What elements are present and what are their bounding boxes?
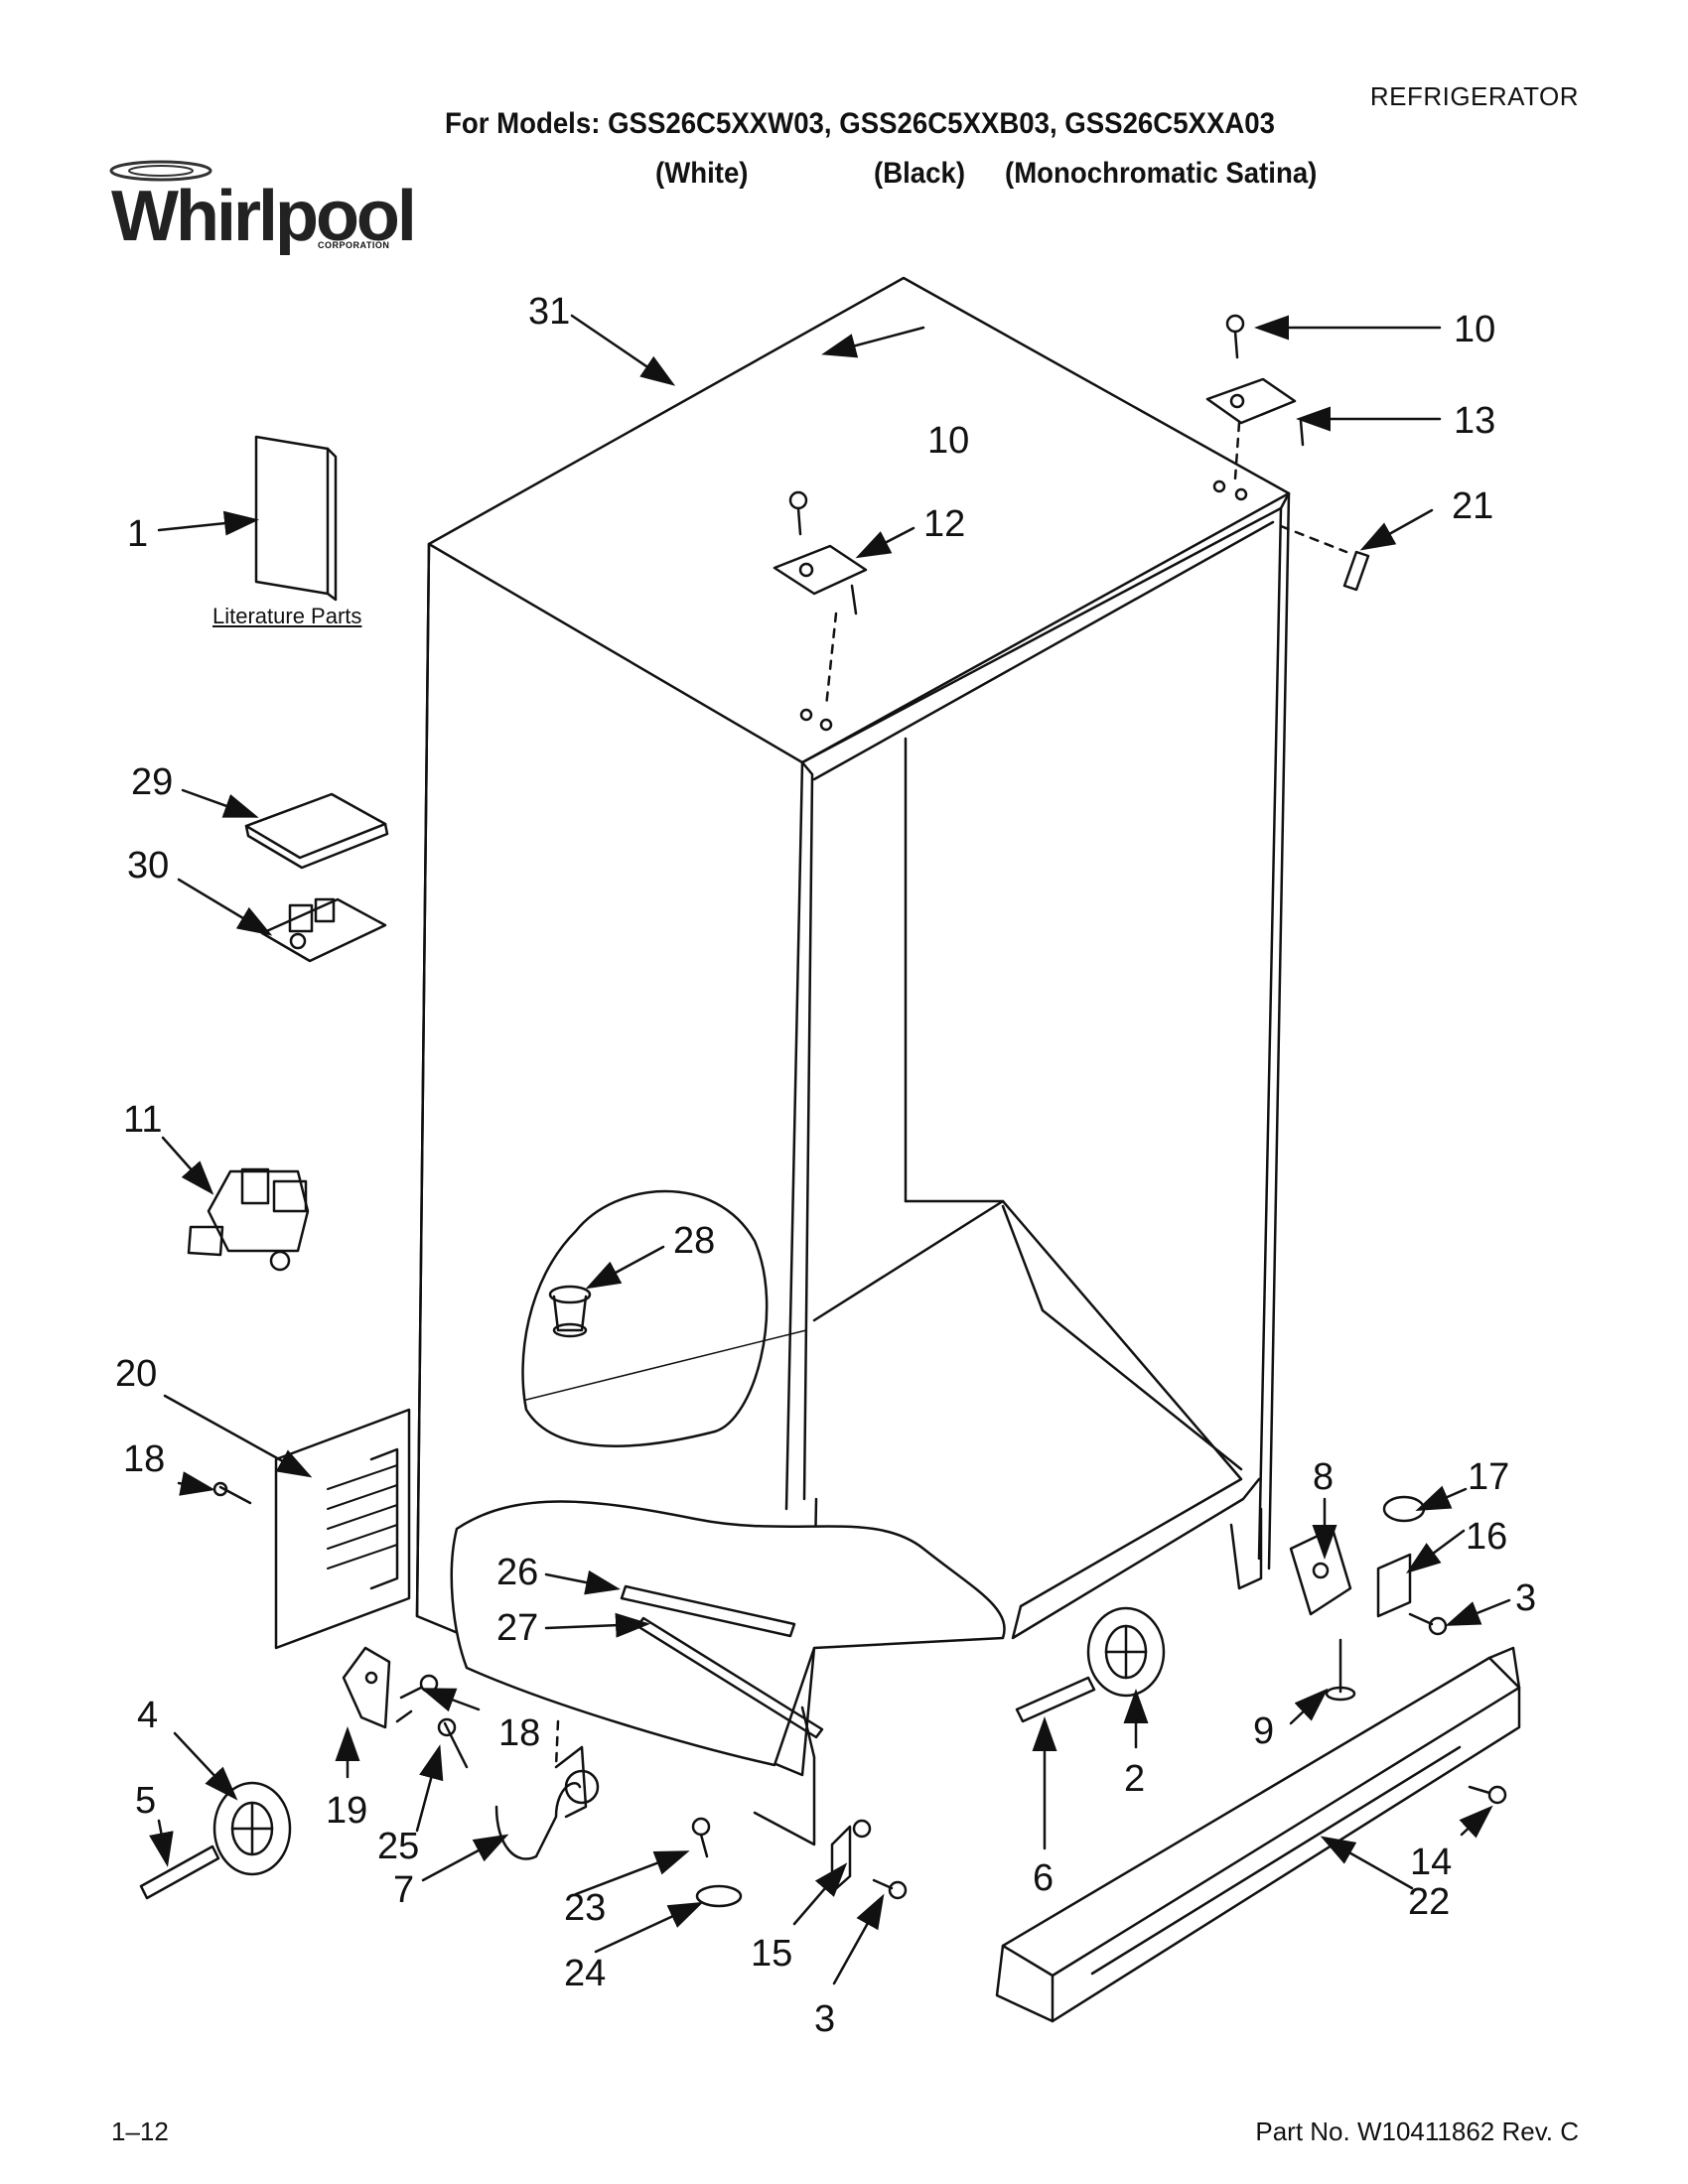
callout-28: 28 bbox=[673, 1220, 715, 1262]
callout-23: 23 bbox=[564, 1887, 606, 1929]
callout-3b: 3 bbox=[1515, 1577, 1536, 1619]
callout-26: 26 bbox=[496, 1552, 538, 1593]
literature-parts-label: Literature Parts bbox=[212, 604, 362, 628]
callout-10a: 10 bbox=[927, 420, 969, 462]
part-11-water-valve bbox=[187, 1167, 310, 1272]
part-13-hinge bbox=[1205, 377, 1305, 447]
part-21-pin bbox=[1342, 550, 1370, 592]
logo-corporation: CORPORATION bbox=[318, 240, 390, 250]
callout-15: 15 bbox=[751, 1933, 792, 1975]
cabinet-shell bbox=[415, 276, 1291, 1777]
part-7-drain-trap bbox=[494, 1745, 600, 1860]
callout-16: 16 bbox=[1466, 1516, 1507, 1558]
part-9-leveling-leg bbox=[1325, 1638, 1356, 1702]
callout-19: 19 bbox=[326, 1790, 367, 1832]
callout-30: 30 bbox=[127, 845, 169, 887]
part-10-hinge-screw-2 bbox=[1225, 314, 1245, 359]
bottom-cutaway bbox=[450, 1500, 1006, 1767]
callout-27: 27 bbox=[496, 1607, 538, 1649]
callout-25: 25 bbox=[377, 1826, 419, 1867]
part-16-bracket bbox=[1376, 1553, 1412, 1618]
part-19-bracket bbox=[342, 1646, 391, 1729]
part-22-base-grille bbox=[995, 1646, 1521, 2023]
models-line: For Models: GSS26C5XXW03, GSS26C5XXB03, … bbox=[445, 107, 1276, 140]
callout-31: 31 bbox=[528, 291, 570, 333]
part-18-screw-2 bbox=[399, 1674, 439, 1700]
callout-4: 4 bbox=[137, 1695, 158, 1736]
callout-7: 7 bbox=[393, 1869, 414, 1911]
callout-17: 17 bbox=[1468, 1456, 1509, 1498]
variant-satina: (Monochromatic Satina) bbox=[1005, 157, 1318, 190]
callout-12: 12 bbox=[923, 503, 965, 545]
part-18-screw bbox=[212, 1481, 252, 1505]
callout-3a: 3 bbox=[814, 1998, 835, 2040]
callout-labels: 1 31 10 12 10 13 21 29 30 11 28 20 18 26… bbox=[115, 291, 1536, 2040]
category-label: REFRIGERATOR bbox=[1369, 81, 1579, 111]
page-number: 1–12 bbox=[111, 2116, 169, 2146]
logo-swirl-icon bbox=[109, 160, 212, 182]
part-23-screw bbox=[691, 1817, 711, 1858]
callout-13: 13 bbox=[1454, 400, 1495, 442]
part-17-cam bbox=[1382, 1495, 1426, 1523]
callout-20: 20 bbox=[115, 1353, 157, 1395]
part-number: Part No. W10411862 Rev. C bbox=[1255, 2116, 1579, 2146]
callout-8: 8 bbox=[1313, 1456, 1334, 1498]
callout-9: 9 bbox=[1253, 1710, 1274, 1752]
callout-14: 14 bbox=[1410, 1842, 1452, 1883]
callout-18a: 18 bbox=[123, 1438, 165, 1480]
callout-18b: 18 bbox=[498, 1712, 540, 1754]
callout-29: 29 bbox=[131, 761, 173, 803]
leader-lines bbox=[149, 314, 1511, 1985]
variant-black: (Black) bbox=[874, 157, 966, 190]
callout-24: 24 bbox=[564, 1953, 606, 1994]
callout-21: 21 bbox=[1452, 485, 1493, 527]
callout-1: 1 bbox=[127, 513, 148, 555]
part-12-hinge bbox=[773, 544, 868, 615]
part-15-bracket bbox=[830, 1819, 872, 1894]
part-20-access-panel bbox=[274, 1408, 411, 1650]
part-2-roller bbox=[1086, 1606, 1166, 1698]
part-14-screw bbox=[1468, 1785, 1507, 1805]
part-1-literature bbox=[254, 435, 338, 602]
part-5-axle bbox=[139, 1844, 220, 1900]
part-26-tube bbox=[620, 1584, 796, 1638]
logo-wordmark: Whirlpool bbox=[111, 177, 417, 256]
part-3-screw-right bbox=[1408, 1612, 1448, 1636]
variant-white: (White) bbox=[655, 157, 749, 190]
callout-2: 2 bbox=[1124, 1758, 1145, 1800]
cutaway-window bbox=[521, 1189, 769, 1447]
part-25-screw bbox=[437, 1717, 469, 1769]
callout-11: 11 bbox=[123, 1099, 162, 1141]
part-28-fitting bbox=[548, 1285, 592, 1338]
callout-22: 22 bbox=[1408, 1881, 1450, 1923]
part-30-control-board bbox=[260, 897, 387, 963]
part-6-axle bbox=[1015, 1676, 1096, 1723]
part-10-hinge-screw bbox=[788, 490, 808, 536]
callout-5: 5 bbox=[135, 1780, 156, 1822]
callout-10b: 10 bbox=[1454, 309, 1495, 350]
part-4-roller bbox=[212, 1781, 292, 1876]
callout-6: 6 bbox=[1033, 1857, 1054, 1899]
part-8-leveler-bracket bbox=[1289, 1527, 1352, 1616]
part-24-cam bbox=[695, 1884, 743, 1908]
part-3-screw-bottom bbox=[872, 1878, 908, 1900]
part-29-cover bbox=[244, 792, 389, 870]
